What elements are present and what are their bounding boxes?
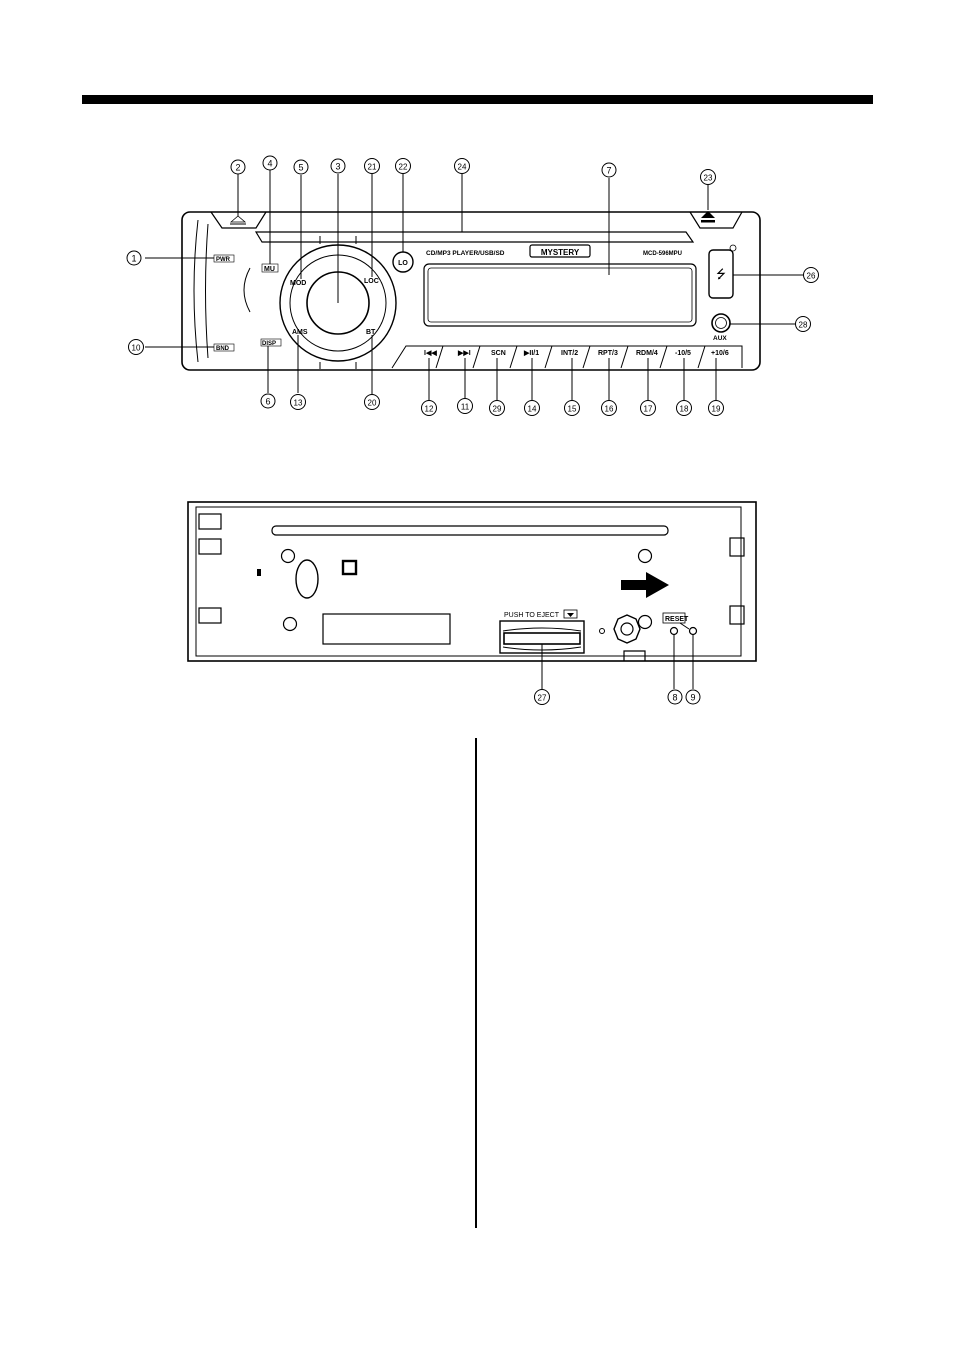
minus10-button[interactable]: -10/5	[675, 350, 691, 357]
callout-15: 15	[568, 405, 577, 414]
callout-14: 14	[528, 405, 537, 414]
disp-button[interactable]: DISP	[262, 341, 276, 347]
reset-button[interactable]	[671, 628, 678, 635]
callout-13: 13	[294, 399, 303, 408]
back-panel-diagram: PUSH TO EJECT RESET 27 8 9	[0, 490, 953, 715]
callout-28: 28	[799, 321, 808, 330]
plus10-button[interactable]: +10/6	[711, 350, 729, 357]
callout-1: 1	[131, 254, 136, 264]
bnd-button[interactable]: BND	[216, 346, 230, 352]
callout-10: 10	[132, 344, 141, 353]
callout-12: 12	[425, 405, 434, 414]
slot-text: CD/MP3 PLAYER/USB/SD	[426, 250, 505, 257]
brand-logo: MYSTERY	[541, 248, 580, 257]
mod-label[interactable]: MOD	[290, 280, 306, 287]
model-label: MCD-596MPU	[643, 251, 682, 257]
callout-21: 21	[368, 163, 377, 172]
display-window	[424, 264, 696, 326]
loc-label[interactable]: LOC	[364, 278, 379, 285]
callout-8: 8	[672, 693, 677, 703]
callout-29: 29	[493, 405, 502, 414]
aux-jack[interactable]	[712, 314, 730, 332]
callout-24: 24	[458, 163, 467, 172]
top-rule	[82, 95, 873, 104]
callout-3: 3	[335, 162, 340, 172]
prev-button[interactable]: I◀◀	[424, 350, 437, 357]
callout-6: 6	[265, 397, 270, 407]
callout-2: 2	[235, 163, 240, 173]
aux-label: AUX	[713, 335, 727, 342]
callout-16: 16	[605, 405, 614, 414]
callout-20: 20	[368, 399, 377, 408]
next-button[interactable]: ▶▶I	[457, 350, 471, 357]
push-to-eject-label: PUSH TO EJECT	[504, 612, 560, 619]
pwr-button[interactable]: PWR	[216, 257, 231, 263]
bt-label[interactable]: BT	[366, 329, 376, 336]
back-cd-slot	[272, 526, 668, 535]
callout-19: 19	[712, 405, 721, 414]
rpt-button[interactable]: RPT/3	[598, 350, 618, 357]
int-button[interactable]: INT/2	[561, 350, 578, 357]
lo-label: LO	[398, 260, 408, 267]
open-icon[interactable]	[231, 216, 245, 222]
direction-arrow-icon	[621, 572, 669, 598]
callout-9: 9	[690, 693, 695, 703]
mu-button[interactable]: MU	[264, 266, 275, 273]
callout-22: 22	[399, 163, 408, 172]
play-pause-button[interactable]: ▶II/1	[523, 350, 539, 357]
antenna-connector	[614, 615, 640, 643]
callout-26: 26	[807, 272, 816, 281]
callout-27: 27	[538, 694, 547, 703]
back-hole-9	[690, 628, 697, 635]
callout-23: 23	[704, 174, 713, 183]
usb-icon: ⭍	[716, 267, 726, 281]
callout-7: 7	[606, 166, 611, 176]
ams-label[interactable]: AMS	[292, 329, 308, 336]
callout-11: 11	[461, 403, 470, 412]
callout-17: 17	[644, 405, 653, 414]
column-divider	[475, 738, 477, 1228]
front-panel-diagram: CD/MP3 PLAYER/USB/SD MYSTERY MCD-596MPU …	[0, 140, 953, 430]
scn-button[interactable]: SCN	[491, 350, 506, 357]
callout-18: 18	[680, 405, 689, 414]
rdm-button[interactable]: RDM/4	[636, 350, 658, 357]
cd-slot	[256, 232, 693, 242]
reset-label: RESET	[665, 616, 689, 623]
callout-4: 4	[267, 159, 272, 169]
callout-5: 5	[298, 163, 303, 173]
